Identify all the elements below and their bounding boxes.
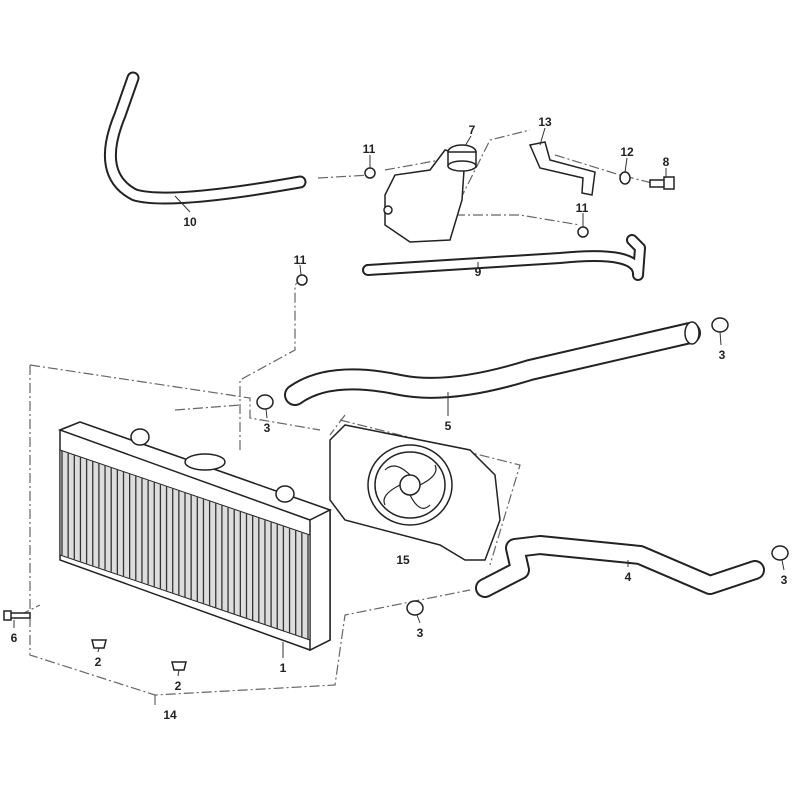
callout-13: 13 xyxy=(538,115,552,129)
callout-3: 3 xyxy=(264,421,271,435)
callout-2: 2 xyxy=(95,655,102,669)
coolant-reservoir xyxy=(383,144,477,243)
hose-4 xyxy=(475,535,765,598)
callout-3: 3 xyxy=(781,573,788,587)
bolt-6 xyxy=(3,610,31,621)
callout-6: 6 xyxy=(11,631,18,645)
drain-plug-2 xyxy=(91,639,187,671)
callout-4: 4 xyxy=(625,570,632,584)
callout-14: 14 xyxy=(163,708,177,722)
callout-11: 11 xyxy=(576,201,589,215)
leader-lines xyxy=(13,127,785,677)
hose-9 xyxy=(362,234,646,281)
callout-11: 11 xyxy=(294,253,307,267)
callout-11: 11 xyxy=(363,142,376,156)
callout-3: 3 xyxy=(417,626,424,640)
callout-8: 8 xyxy=(663,155,670,169)
bolt-8 xyxy=(649,176,675,190)
callout-labels: 10 11 7 13 12 8 11 9 11 3 5 3 15 4 3 3 6 2 2 1 14 xyxy=(11,115,788,722)
radiator xyxy=(57,421,332,652)
clamp-3 xyxy=(256,317,789,616)
hose-10 xyxy=(103,71,307,205)
washer-12 xyxy=(619,171,631,185)
fan-assembly xyxy=(329,424,501,561)
hose-5 xyxy=(284,321,701,406)
callout-7: 7 xyxy=(469,123,476,137)
callout-9: 9 xyxy=(475,265,482,279)
assembly-dash-lines xyxy=(19,129,661,705)
callout-10: 10 xyxy=(183,215,197,229)
callout-15: 15 xyxy=(396,553,410,567)
callout-5: 5 xyxy=(445,419,452,433)
bracket-13 xyxy=(528,141,596,196)
callout-3: 3 xyxy=(719,348,726,362)
callout-12: 12 xyxy=(620,145,634,159)
callout-1: 1 xyxy=(280,661,287,675)
callout-2: 2 xyxy=(175,679,182,693)
